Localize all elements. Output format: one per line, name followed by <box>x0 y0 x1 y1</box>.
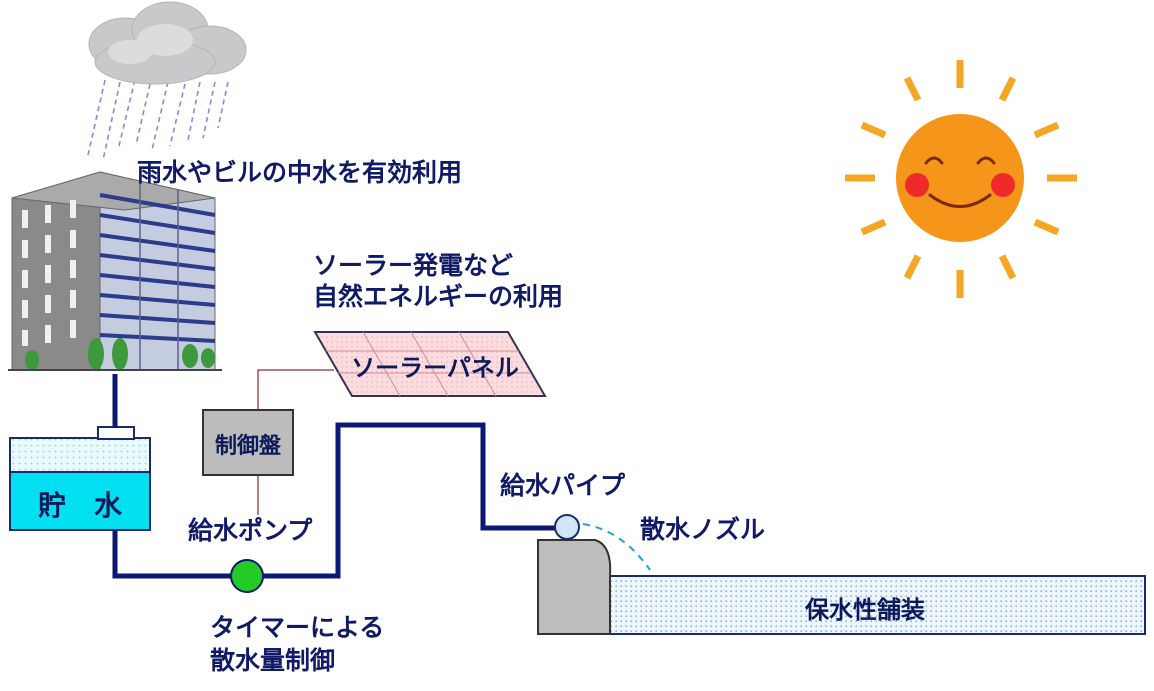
solar-label-line1: ソーラー発電など <box>313 251 514 280</box>
timer-label-line2: 散水量制御 <box>210 646 336 675</box>
nozzle-label: 散水ノズル <box>640 515 766 544</box>
nozzle-icon <box>554 514 651 571</box>
solar-label-line2: 自然エネルギーの利用 <box>313 282 564 311</box>
pump-icon <box>230 559 264 593</box>
pavement-label: 保水性舗装 <box>805 596 925 624</box>
storage-label: 貯 水 <box>37 489 122 522</box>
pump-label: 給水ポンプ <box>188 516 313 545</box>
solar-panel-label: ソーラーパネル <box>351 354 519 382</box>
timer-label-line1: タイマーによる <box>210 613 385 642</box>
control-panel-label: 制御盤 <box>214 434 281 459</box>
curb-icon <box>537 539 612 635</box>
supply-pipe <box>112 374 556 579</box>
water-tank-icon <box>9 426 151 531</box>
control-box-icon <box>202 409 294 476</box>
sun-icon <box>845 60 1077 298</box>
power-wire <box>257 369 334 410</box>
pipe-label: 給水パイプ <box>500 471 626 500</box>
rain-cloud-icon <box>87 1 247 161</box>
office-building-icon <box>8 171 222 371</box>
solar-panel-icon <box>313 331 547 397</box>
pavement-icon <box>609 575 1146 635</box>
rainwater-label: 雨水やビルの中水を有効利用 <box>137 158 463 187</box>
